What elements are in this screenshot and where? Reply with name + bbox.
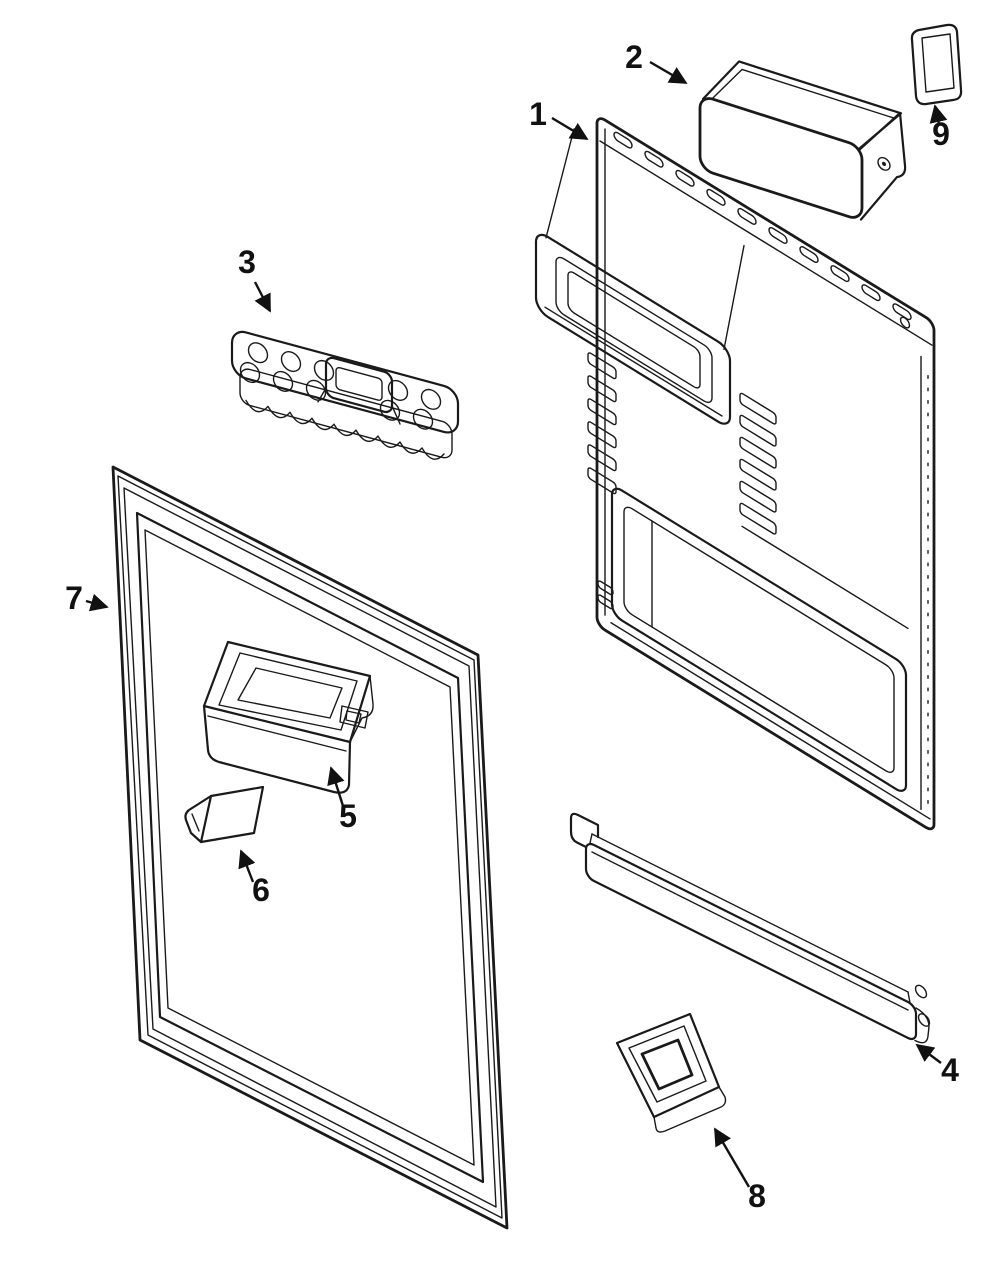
bin-front-lip <box>207 715 347 752</box>
panel-shelf-ledge <box>742 526 908 628</box>
panel-screw-hole <box>901 315 910 330</box>
rail-left-joint <box>590 833 592 844</box>
bracket-tab-edge <box>191 813 200 832</box>
panel-lower-recess <box>612 484 906 795</box>
callout-4: 4 <box>915 1043 959 1088</box>
rail-back-lip <box>592 834 908 992</box>
bin-right-wall <box>349 675 374 743</box>
dairy-cover-screw-icon <box>878 156 890 172</box>
callout-1: 1 <box>529 96 589 141</box>
gasket-outline-3 <box>123 487 497 1208</box>
part-hinge-cover <box>910 23 963 106</box>
part-door-bin <box>202 640 374 794</box>
dairy-cover-right-face <box>860 100 905 233</box>
callout-2-label: 2 <box>625 39 643 75</box>
callout-3-arrow <box>253 281 272 313</box>
callout-3: 3 <box>238 244 272 313</box>
bin-floor <box>237 667 343 719</box>
gasket-outline-2 <box>117 475 503 1219</box>
callout-7-arrow <box>85 593 109 612</box>
callout-6-arrow <box>238 849 256 883</box>
rail-peg-top <box>916 983 927 1000</box>
trim-plate-skirt <box>653 1086 727 1133</box>
panel-upper-pocket <box>536 106 744 438</box>
part-trim-plate <box>615 1012 727 1133</box>
gasket-inner-outline <box>135 511 485 1184</box>
ice-tray-handle <box>318 354 400 424</box>
trim-plate-outline <box>615 1012 721 1119</box>
bin-latch-inner <box>345 710 362 724</box>
part-ice-cube-tray <box>232 329 458 466</box>
panel-top-band <box>600 141 932 345</box>
callout-2-arrow <box>649 60 688 85</box>
gasket-window-outline <box>144 529 475 1166</box>
dairy-cover-screw-center <box>882 161 886 166</box>
rail-right-joint <box>908 992 910 1003</box>
ice-tray-base <box>240 367 452 460</box>
bracket-fold-line <box>200 795 212 843</box>
hinge-cover-outline <box>910 23 963 106</box>
callout-6: 6 <box>238 849 270 908</box>
part-inner-door-panel <box>536 78 934 833</box>
callouts: 1 2 3 4 5 6 7 8 <box>65 39 959 1214</box>
ice-tray-rim <box>232 329 458 436</box>
part-door-gasket <box>111 465 509 1230</box>
part-dairy-compartment-cover <box>700 49 905 235</box>
bracket-tab <box>184 794 213 844</box>
callout-8-arrow <box>713 1127 751 1188</box>
callout-7-label: 7 <box>65 580 83 616</box>
trim-plate-window <box>640 1038 694 1091</box>
bin-rim-outer <box>202 640 372 744</box>
callout-5-arrow <box>327 766 345 807</box>
callout-9-label: 9 <box>932 116 950 152</box>
callout-5: 5 <box>327 766 357 834</box>
panel-wall-ribs-right <box>740 392 776 535</box>
ice-tray-cavities-row-2 <box>241 360 433 431</box>
rail-channel-line <box>592 852 908 1010</box>
rail-right-end-cap <box>915 1008 929 1048</box>
panel-hinge-slots <box>598 580 613 610</box>
hinge-cover-inner-line <box>921 33 955 93</box>
callout-9-arrow <box>929 104 948 125</box>
callout-4-label: 4 <box>941 1052 959 1088</box>
ice-tray-cavities-row-1 <box>249 341 441 412</box>
panel-wall-ribs-left <box>588 352 616 495</box>
callout-6-label: 6 <box>252 872 270 908</box>
part-door-shelf-rail <box>571 811 930 1049</box>
panel-bottom-inner-edge <box>611 623 930 819</box>
dairy-cover-lid-inner <box>712 60 894 157</box>
callout-4-arrow <box>915 1043 942 1064</box>
callout-1-label: 1 <box>529 96 547 132</box>
panel-mounting-slots <box>614 131 911 322</box>
callout-8: 8 <box>713 1127 766 1214</box>
callout-3-label: 3 <box>238 244 256 280</box>
trim-plate-inner-frame <box>628 1025 707 1103</box>
part-bin-bracket <box>184 785 265 844</box>
dairy-cover-front-face <box>700 95 862 221</box>
panel-outline <box>597 115 934 832</box>
callout-7: 7 <box>65 580 109 616</box>
callout-1-arrow <box>551 116 589 141</box>
ice-tray-cup-scallops <box>246 400 444 461</box>
bin-latch <box>339 705 369 729</box>
bin-front-wall <box>202 704 352 794</box>
callout-5-label: 5 <box>339 798 357 834</box>
gasket-outer-outline <box>111 465 509 1230</box>
callout-2: 2 <box>625 39 688 85</box>
rail-left-end-hook <box>571 812 598 854</box>
callout-8-label: 8 <box>748 1178 766 1214</box>
callout-9: 9 <box>929 104 950 152</box>
rail-front-face <box>586 841 916 1042</box>
rail-peg-bottom <box>919 1012 930 1029</box>
bin-rim-inner <box>218 652 358 731</box>
